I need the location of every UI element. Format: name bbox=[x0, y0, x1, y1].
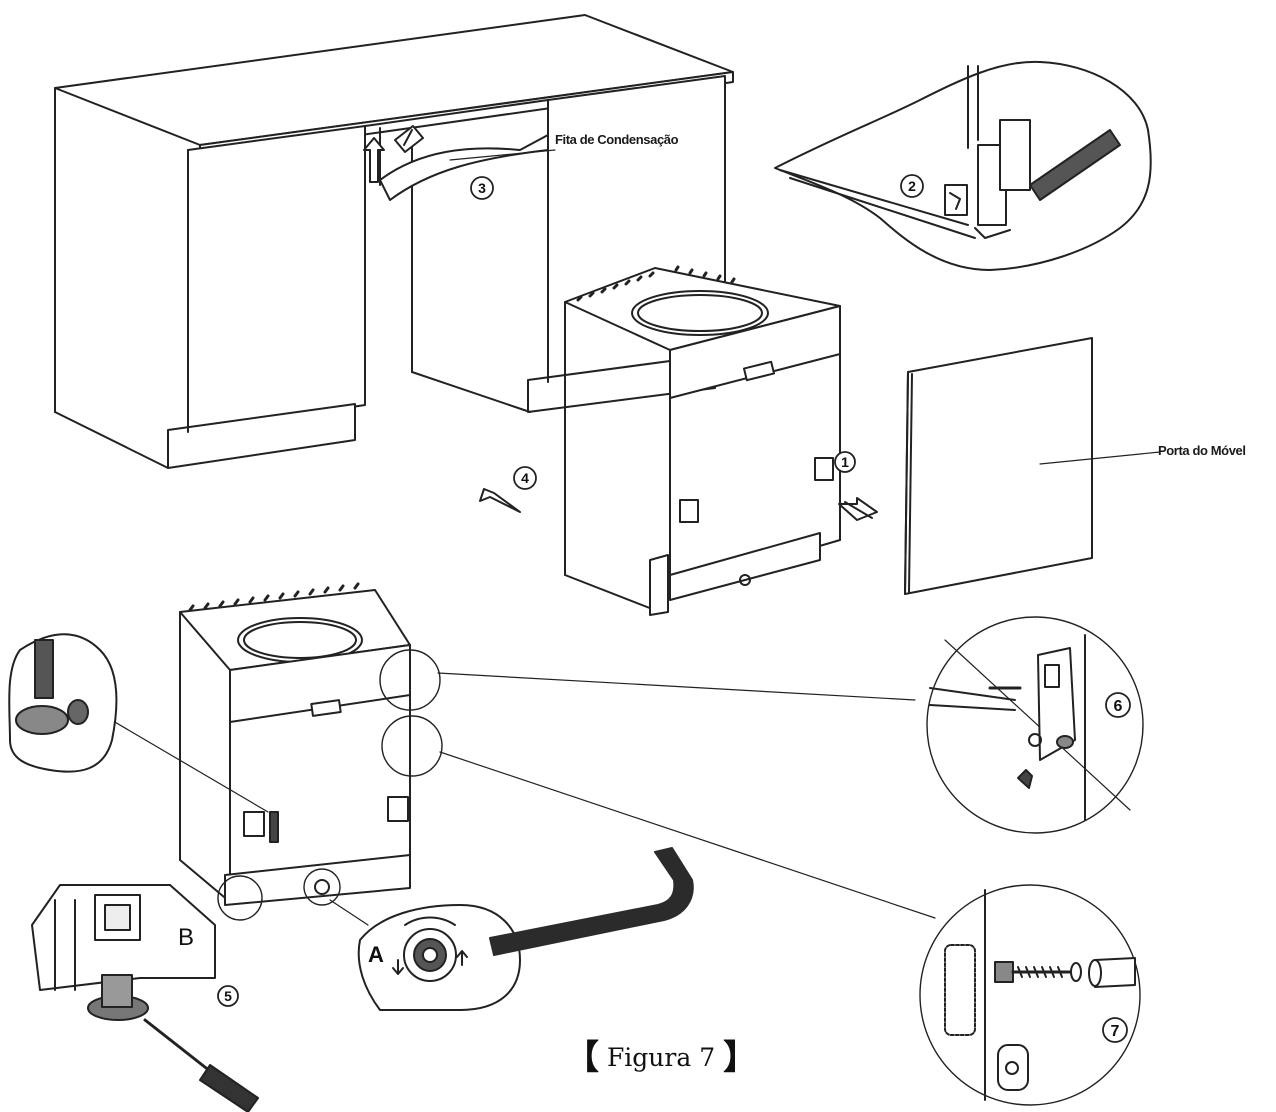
kitchen-cabinet bbox=[54, 14, 734, 469]
adjustable-foot-callout bbox=[8, 633, 118, 773]
callout-a bbox=[357, 904, 521, 1011]
step-3: 3 bbox=[478, 180, 486, 196]
screw-detail-7 bbox=[919, 884, 1141, 1106]
part-a-label: A bbox=[368, 942, 384, 967]
cabinet-door-panel bbox=[904, 337, 1161, 595]
step-6: 6 bbox=[1114, 698, 1123, 715]
caption-text: Figura 7 bbox=[606, 1043, 716, 1072]
hex-key-tool bbox=[489, 847, 694, 956]
dishwasher-upper bbox=[479, 265, 878, 616]
dishwasher-lower bbox=[107, 582, 936, 926]
caption-bracket-open: 【 bbox=[565, 1038, 599, 1078]
part-b-label: B bbox=[178, 924, 194, 951]
figure-caption: 【 Figura 7 】 bbox=[565, 1030, 757, 1079]
step-4: 4 bbox=[521, 470, 529, 486]
step-5: 5 bbox=[224, 988, 232, 1004]
condensation-tape-label: Fita de Condensação bbox=[555, 132, 679, 147]
hinge-detail-callout bbox=[774, 60, 1152, 271]
step-7: 7 bbox=[1111, 1023, 1120, 1040]
step-2: 2 bbox=[908, 178, 916, 194]
step-1: 1 bbox=[841, 454, 849, 470]
cabinet-door-label: Porta do Móvel bbox=[1158, 443, 1246, 458]
bracket-detail-6 bbox=[926, 616, 1144, 834]
callout-b bbox=[31, 884, 259, 1112]
caption-bracket-close: 】 bbox=[723, 1038, 758, 1078]
